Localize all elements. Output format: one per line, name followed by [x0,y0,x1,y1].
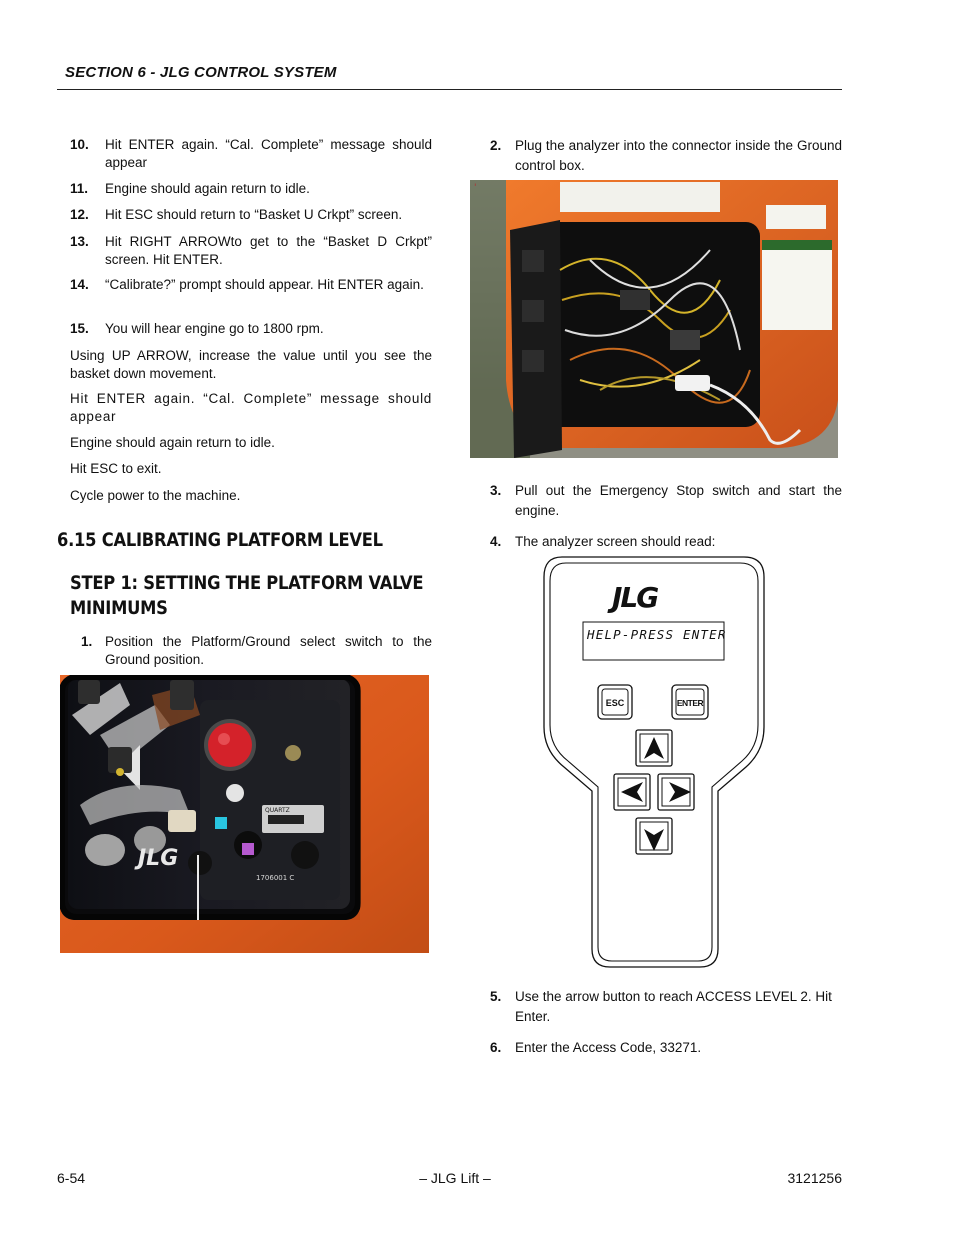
step-number: 5. [490,989,502,1004]
esc-label: ESC [606,698,625,708]
list-item: 4. The analyzer screen should read: [490,533,842,553]
list-item: 5. Use the arrow button to reach ACCESS … [490,987,842,1027]
step-text: Hit ENTER again. “Cal. Complete” message… [105,137,432,170]
paragraph: Cycle power to the machine. [70,488,241,503]
list-item: 11. Engine should again return to idle. [70,180,432,198]
step-text: The analyzer screen should read: [515,534,716,549]
step-number: 2. [490,138,502,153]
step-text: Use the arrow button to reach ACCESS LEV… [515,989,832,1024]
up-arrow-button[interactable] [635,729,673,767]
panel-part-number: 1706001 C [256,874,294,882]
list-item: 13. Hit RIGHT ARROWto get to the “Basket… [70,233,432,269]
step-number: 1. [81,634,93,649]
paragraph: Engine should again return to idle. [70,435,275,450]
step-text: “Calibrate?” prompt should appear. Hit E… [105,277,424,292]
step-number: 3. [490,483,502,498]
enter-button[interactable]: ENTER [671,684,709,720]
document-number: 3121256 [787,1170,842,1186]
paragraph: Using UP ARROW, increase the value until… [70,348,432,381]
list-item: 2. Plug the analyzer into the connector … [490,136,842,176]
header-rule [57,89,842,90]
enter-label: ENTER [677,698,704,708]
list-item: 6. Enter the Access Code, 33271. [490,1039,842,1059]
list-item: 10. Hit ENTER again. “Cal. Complete” mes… [70,136,432,172]
step-text: You will hear engine go to 1800 rpm. [105,321,324,336]
section-header: SECTION 6 - JLG CONTROL SYSTEM [65,64,337,81]
left-arrow-button[interactable] [613,773,651,811]
analyzer-screen-text: HELP-PRESS ENTER [586,627,727,642]
analyzer-jlg-logo: JLG [607,581,658,614]
step-text: Pull out the Emergency Stop switch and s… [515,483,842,518]
svg-text:': ' [474,183,476,193]
down-arrow-button[interactable] [635,817,673,855]
section-heading: 6.15 CALIBRATING PLATFORM LEVEL [57,529,383,551]
step-text: Engine should again return to idle. [105,181,310,196]
step-number: 11. [70,181,89,196]
esc-button[interactable]: ESC [597,684,633,720]
list-item: 14. “Calibrate?” prompt should appear. H… [70,276,432,312]
analyzer-diagram: HELP-PRESS ENTER JLG ESC ENTER [540,555,766,969]
step-number: 15. [70,321,89,336]
step-number: 14. [70,277,89,292]
step-text: Plug the analyzer into the connector ins… [515,138,842,173]
step-number: 13. [70,234,89,249]
step-text: Hit RIGHT ARROWto get to the “Basket D C… [105,234,432,267]
paragraph: Hit ESC to exit. [70,461,162,476]
list-item: 12. Hit ESC should return to “Basket U C… [70,206,432,224]
step-number: 6. [490,1040,502,1055]
ground-control-box-photo: ' [470,180,838,458]
photo-jlg-logo: JLG [134,846,178,871]
step-number: 4. [490,534,502,549]
control-panel-photo: QUARTZ JLG 1706001 C [60,675,429,953]
step-number: 12. [70,207,89,222]
footer-title: – JLG Lift – [419,1170,491,1186]
step-text: Enter the Access Code, 33271. [515,1040,702,1055]
step-text: Position the Platform/Ground select swit… [105,634,432,667]
hourmeter-label: QUARTZ [265,807,290,814]
step-text: Hit ESC should return to “Basket U Crkpt… [105,207,403,222]
list-item: 3. Pull out the Emergency Stop switch an… [490,481,842,521]
page-number: 6-54 [57,1170,86,1186]
paragraph: Hit ENTER again. “Cal. Complete” message… [70,391,432,424]
right-arrow-button[interactable] [657,773,695,811]
step-heading: STEP 1: SETTING THE PLATFORM VALVE MINIM… [70,572,424,619]
list-item: 1. Position the Platform/Ground select s… [81,633,432,669]
list-item: 15. You will hear engine go to 1800 rpm. [70,320,432,338]
step-number: 10. [70,137,89,152]
